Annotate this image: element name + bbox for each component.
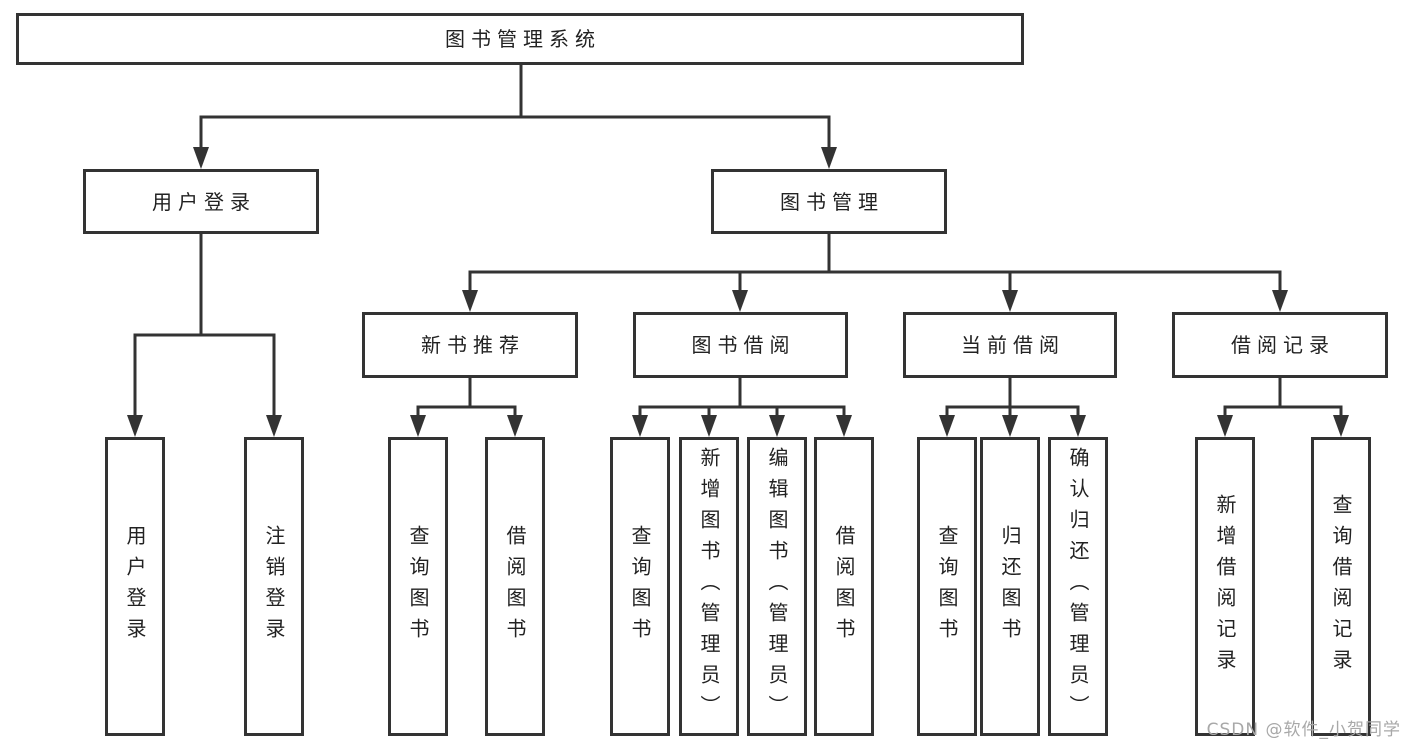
arrowhead-down-icon <box>266 415 282 437</box>
leaf-borrow-query-book: 查询图书 <box>610 437 670 736</box>
node-new-book-recommend: 新书推荐 <box>362 312 578 378</box>
leaf-record-add-borrow-record-label: 新增借阅记录 <box>1213 493 1237 680</box>
arrowhead-down-icon <box>127 415 143 437</box>
arrowhead-down-icon <box>193 147 209 169</box>
leaf-rec-borrow-book: 借阅图书 <box>485 437 545 736</box>
node-user-login: 用户登录 <box>83 169 319 234</box>
arrowhead-down-icon <box>1002 415 1018 437</box>
leaf-current-query-book: 查询图书 <box>917 437 977 736</box>
leaf-current-confirm-return-admin: 确认归还（管理员） <box>1048 437 1108 736</box>
leaf-logout: 注销登录 <box>244 437 304 736</box>
arrowhead-down-icon <box>410 415 426 437</box>
watermark-text: CSDN @软件_小贺同学 <box>1206 720 1401 740</box>
leaf-rec-borrow-book-label: 借阅图书 <box>503 524 527 649</box>
leaf-borrow-borrow-book-label: 借阅图书 <box>832 524 856 649</box>
node-current-borrow-label: 当前借阅 <box>961 333 1065 357</box>
arrowhead-down-icon <box>1217 415 1233 437</box>
leaf-current-return-book: 归还图书 <box>980 437 1040 736</box>
leaf-borrow-query-book-label: 查询图书 <box>628 524 652 649</box>
arrowhead-down-icon <box>1070 415 1086 437</box>
arrowhead-down-icon <box>1333 415 1349 437</box>
leaf-rec-query-book-label: 查询图书 <box>406 524 430 649</box>
arrowhead-down-icon <box>701 415 717 437</box>
leaf-borrow-edit-book-admin-label: 编辑图书（管理员） <box>765 447 789 726</box>
arrowhead-down-icon <box>1272 290 1288 312</box>
leaf-borrow-edit-book-admin: 编辑图书（管理员） <box>747 437 807 736</box>
node-new-book-recommend-label: 新书推荐 <box>421 333 525 357</box>
arrowhead-down-icon <box>632 415 648 437</box>
node-current-borrow: 当前借阅 <box>903 312 1117 378</box>
arrowhead-down-icon <box>507 415 523 437</box>
node-root-label: 图书管理系统 <box>445 27 601 51</box>
leaf-record-query-borrow-record-label: 查询借阅记录 <box>1329 493 1353 680</box>
arrowhead-down-icon <box>821 147 837 169</box>
node-book-borrow-label: 图书借阅 <box>691 333 796 357</box>
node-borrow-records: 借阅记录 <box>1172 312 1388 378</box>
arrowhead-down-icon <box>462 290 478 312</box>
leaf-logout-label: 注销登录 <box>262 524 286 649</box>
leaf-current-confirm-return-admin-label: 确认归还（管理员） <box>1066 447 1090 726</box>
node-book-borrow: 图书借阅 <box>633 312 848 378</box>
node-borrow-records-label: 借阅记录 <box>1231 333 1335 357</box>
leaf-borrow-borrow-book: 借阅图书 <box>814 437 874 736</box>
leaf-borrow-add-book-admin: 新增图书（管理员） <box>679 437 739 736</box>
leaf-user-login: 用户登录 <box>105 437 165 736</box>
node-root: 图书管理系统 <box>16 13 1024 65</box>
leaf-rec-query-book: 查询图书 <box>388 437 448 736</box>
leaf-current-return-book-label: 归还图书 <box>998 524 1022 649</box>
leaf-user-login-label: 用户登录 <box>123 524 147 649</box>
arrowhead-down-icon <box>1002 290 1018 312</box>
arrowhead-down-icon <box>732 290 748 312</box>
leaf-borrow-add-book-admin-label: 新增图书（管理员） <box>697 447 721 726</box>
leaf-record-query-borrow-record: 查询借阅记录 <box>1311 437 1371 736</box>
arrowhead-down-icon <box>769 415 785 437</box>
leaf-current-query-book-label: 查询图书 <box>935 524 959 649</box>
arrowhead-down-icon <box>939 415 955 437</box>
node-user-login-label: 用户登录 <box>152 189 256 214</box>
arrowhead-down-icon <box>836 415 852 437</box>
node-book-management-label: 图书管理 <box>780 189 884 214</box>
node-book-management: 图书管理 <box>711 169 947 234</box>
leaf-record-add-borrow-record: 新增借阅记录 <box>1195 437 1255 736</box>
